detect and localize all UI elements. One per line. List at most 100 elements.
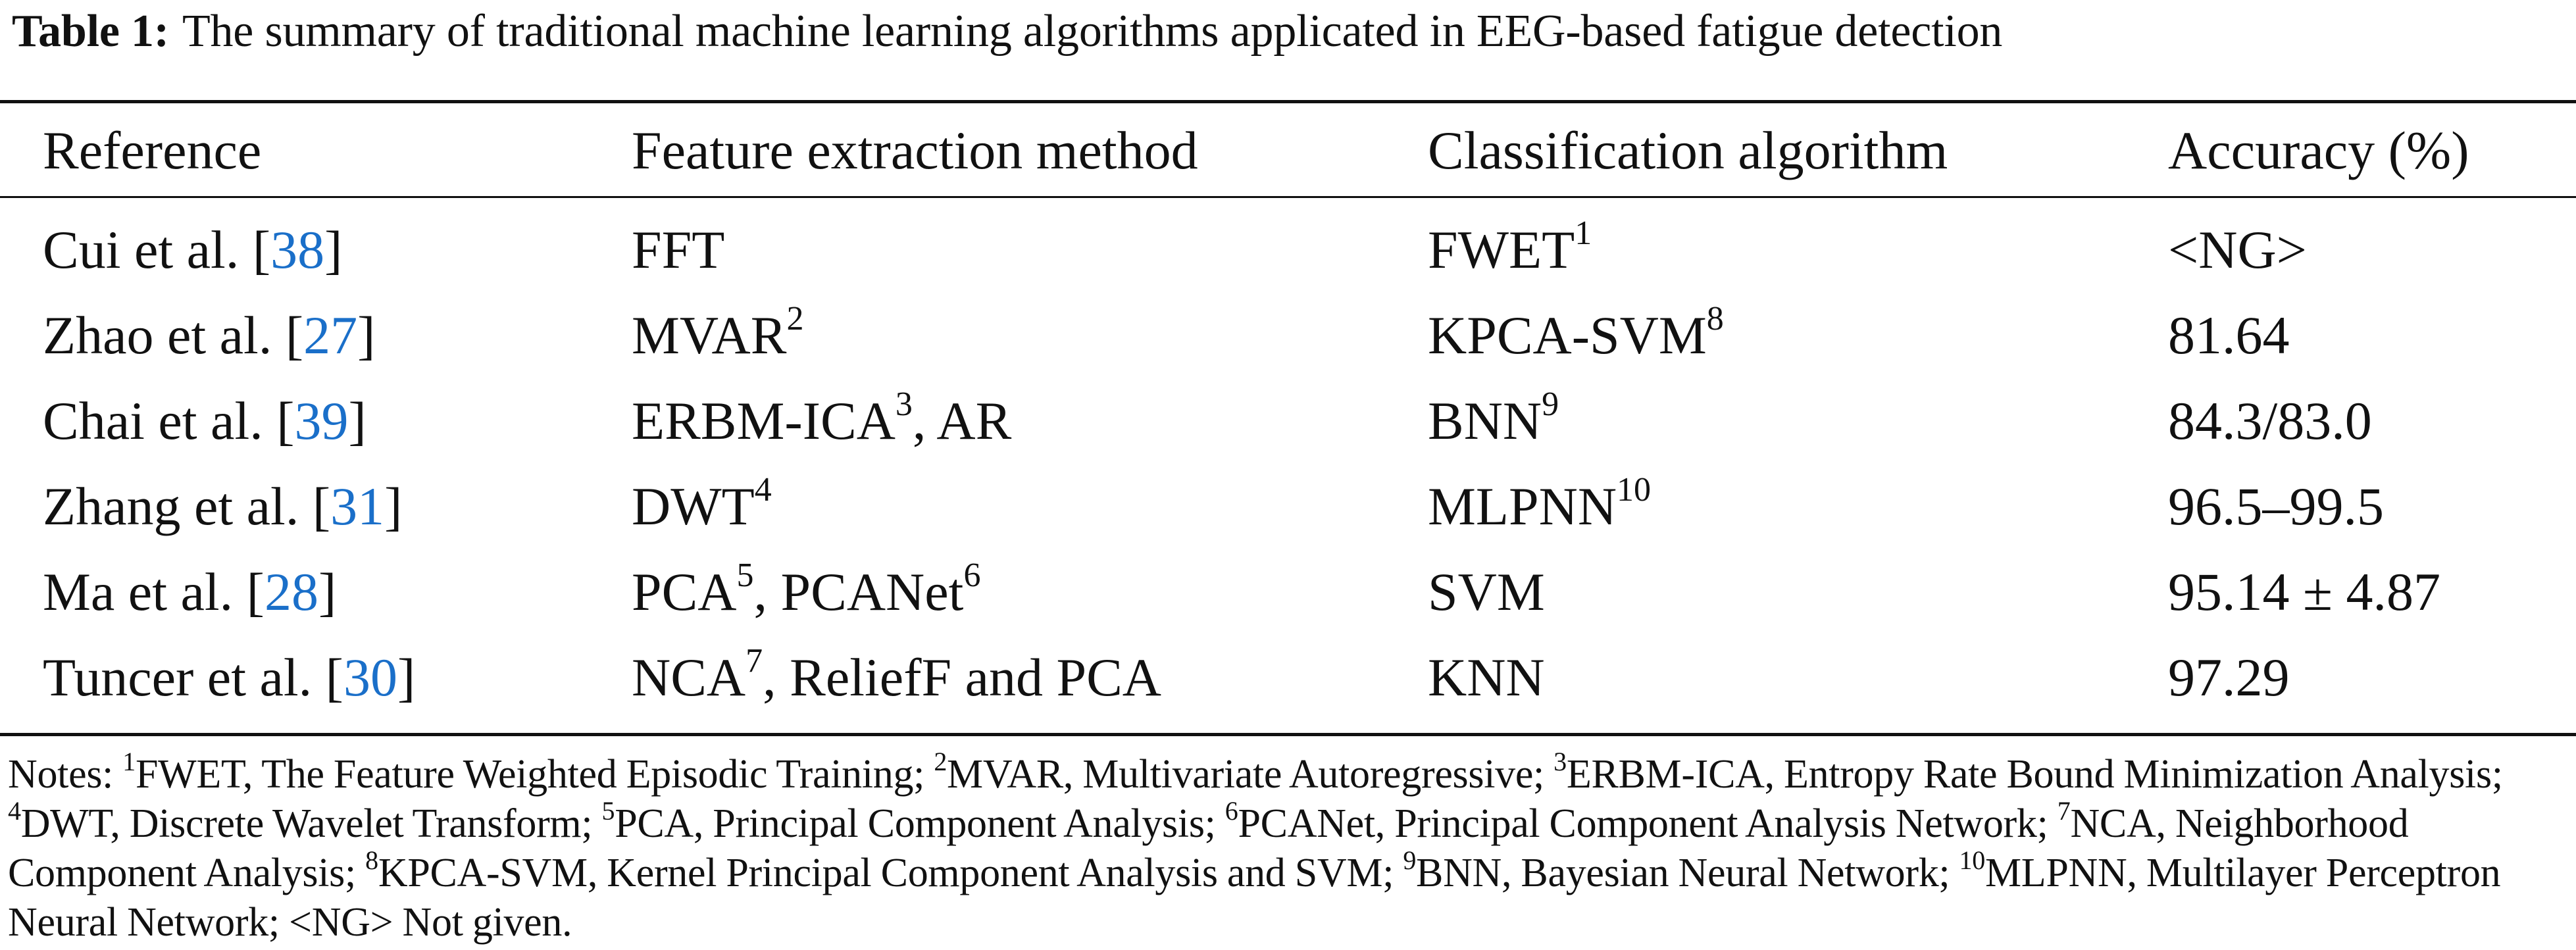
- table-top-rule: [0, 100, 2576, 103]
- classifier-text: KPCA-SVM: [1428, 305, 1707, 365]
- note-footnote-mark: 3: [1553, 747, 1567, 777]
- reference-authors: Zhao et al. [: [43, 305, 304, 365]
- feature-text: FFT: [632, 220, 725, 280]
- table-header-row: Reference Feature extraction method Clas…: [0, 104, 2576, 197]
- cell-classification-algorithm: BNN9: [1428, 378, 2168, 464]
- cell-classification-algorithm: KPCA-SVM8: [1428, 293, 2168, 378]
- reference-bracket: ]: [397, 647, 416, 707]
- classifier-footnote-mark: 8: [1706, 299, 1724, 338]
- reference-bracket: ]: [348, 391, 366, 451]
- note-text: NCA, Neighborhood Component Analysis;: [8, 801, 2409, 895]
- cell-feature-extraction: FFT: [632, 197, 1428, 293]
- reference-authors: Cui et al. [: [43, 220, 271, 280]
- classifier-footnote-mark: 10: [1617, 470, 1652, 509]
- cell-feature-extraction: DWT4: [632, 464, 1428, 549]
- note-text: MVAR, Multivariate Autoregressive;: [947, 752, 1554, 797]
- note-footnote-mark: 2: [934, 747, 947, 777]
- cell-accuracy: 84.3/83.0: [2168, 391, 2372, 451]
- cell-accuracy: 95.14 ± 4.87: [2168, 562, 2441, 622]
- reference-bracket: ]: [384, 476, 403, 536]
- classifier-text: BNN: [1428, 391, 1542, 451]
- citation-link[interactable]: 28: [264, 562, 318, 622]
- reference-authors: Chai et al. [: [43, 391, 295, 451]
- note-text: PCANet, Principal Component Analysis Net…: [1238, 801, 2058, 846]
- classifier-text: KNN: [1428, 647, 1545, 707]
- feature-footnote-mark: 2: [786, 299, 804, 338]
- table-caption: Table 1: The summary of traditional machi…: [12, 0, 2571, 63]
- reference-bracket: ]: [324, 220, 343, 280]
- reference-authors: Ma et al. [: [43, 562, 265, 622]
- cell-feature-extraction: ERBM-ICA3, AR: [632, 378, 1428, 464]
- feature-footnote-mark: 3: [895, 385, 913, 423]
- note-footnote-mark: 8: [365, 845, 378, 876]
- table-caption-label: Table 1:: [12, 6, 169, 57]
- feature-text: , PCANet: [753, 562, 964, 622]
- citation-link[interactable]: 30: [343, 647, 397, 707]
- note-text: DWT, Discrete Wavelet Transform;: [20, 801, 602, 846]
- summary-table: Reference Feature extraction method Clas…: [0, 104, 2576, 720]
- classifier-text: FWET: [1428, 220, 1575, 280]
- note-text: ERBM-ICA, Entropy Rate Bound Minimizatio…: [1566, 752, 2503, 797]
- cell-reference: Zhang et al. [31]: [0, 464, 632, 549]
- cell-accuracy: 97.29: [2168, 647, 2290, 707]
- header-classification-algorithm: Classification algorithm: [1428, 120, 1948, 180]
- citation-link[interactable]: 31: [330, 476, 385, 536]
- cell-reference: Tuncer et al. [30]: [0, 635, 632, 720]
- citation-link[interactable]: 39: [294, 391, 349, 451]
- note-footnote-mark: 4: [8, 796, 21, 826]
- feature-text: , AR: [912, 391, 1012, 451]
- feature-text: NCA: [632, 647, 746, 707]
- table-header-rule: [0, 196, 2576, 198]
- citation-link[interactable]: 27: [303, 305, 358, 365]
- table-caption-text: The summary of traditional machine learn…: [182, 6, 2003, 57]
- citation-link[interactable]: 38: [270, 220, 325, 280]
- note-text: FWET, The Feature Weighted Episodic Trai…: [135, 752, 934, 797]
- note-text: PCA, Principal Component Analysis;: [615, 801, 1225, 846]
- note-text: BNN, Bayesian Neural Network;: [1416, 851, 1959, 895]
- reference-bracket: ]: [318, 562, 337, 622]
- cell-accuracy: 96.5–99.5: [2168, 476, 2384, 536]
- note-footnote-mark: 9: [1403, 845, 1417, 876]
- classifier-text: MLPNN: [1428, 476, 1617, 536]
- cell-feature-extraction: NCA7, ReliefF and PCA: [632, 635, 1428, 720]
- cell-classification-algorithm: KNN: [1428, 635, 2168, 720]
- reference-authors: Zhang et al. [: [43, 476, 331, 536]
- feature-text: , ReliefF and PCA: [763, 647, 1162, 707]
- cell-reference: Cui et al. [38]: [0, 197, 632, 293]
- feature-text: MVAR: [632, 305, 787, 365]
- feature-footnote-mark: 7: [745, 641, 763, 680]
- note-footnote-mark: 6: [1225, 796, 1238, 826]
- note-text: MLPNN, Multilayer Perceptron Neural Netw…: [8, 851, 2501, 945]
- cell-accuracy: 81.64: [2168, 305, 2290, 365]
- cell-classification-algorithm: MLPNN10: [1428, 464, 2168, 549]
- header-accuracy: Accuracy (%): [2168, 120, 2469, 180]
- cell-reference: Ma et al. [28]: [0, 549, 632, 635]
- table-notes: Notes: 1FWET, The Feature Weighted Episo…: [8, 747, 2571, 947]
- cell-feature-extraction: MVAR2: [632, 293, 1428, 378]
- cell-classification-algorithm: FWET1: [1428, 197, 2168, 293]
- cell-feature-extraction: PCA5, PCANet6: [632, 549, 1428, 635]
- cell-accuracy: <NG>: [2168, 220, 2307, 280]
- note-footnote-mark: 5: [601, 796, 615, 826]
- note-footnote-mark: 10: [1959, 845, 1986, 876]
- note-text: Notes:: [8, 752, 123, 797]
- cell-reference: Zhao et al. [27]: [0, 293, 632, 378]
- header-feature-extraction: Feature extraction method: [632, 120, 1198, 180]
- feature-footnote-mark: 6: [963, 556, 981, 594]
- feature-text: ERBM-ICA: [632, 391, 896, 451]
- classifier-footnote-mark: 1: [1575, 214, 1592, 252]
- feature-footnote-mark: 4: [754, 470, 772, 509]
- note-footnote-mark: 1: [122, 747, 136, 777]
- feature-footnote-mark: 5: [736, 556, 754, 594]
- header-reference: Reference: [43, 120, 262, 180]
- feature-text: DWT: [632, 476, 755, 536]
- classifier-footnote-mark: 9: [1542, 385, 1559, 423]
- note-footnote-mark: 7: [2057, 796, 2071, 826]
